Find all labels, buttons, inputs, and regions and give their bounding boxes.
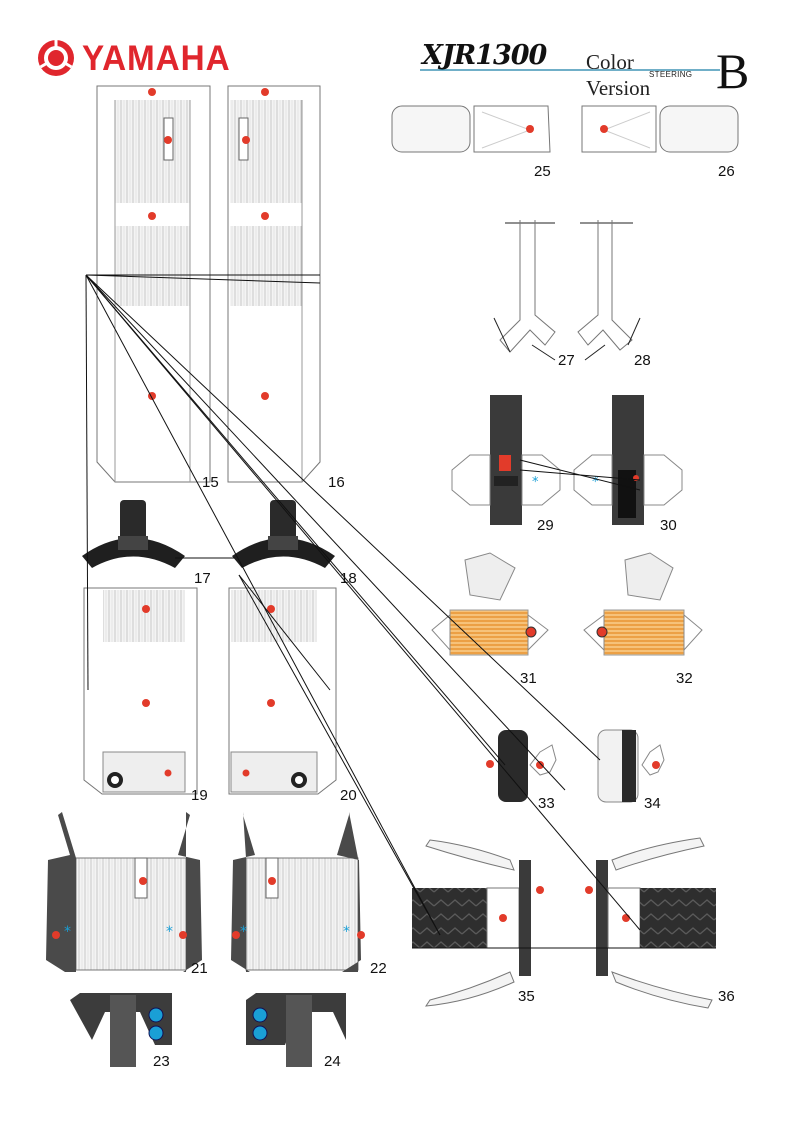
part-number-32: 32: [676, 670, 693, 687]
part-number-15: 15: [202, 474, 219, 491]
part-22-triple-clamp: * *: [231, 812, 365, 972]
part-26-mirror: [581, 105, 739, 153]
part-19-lower-fork: [83, 587, 198, 795]
part-24-bracket: [246, 993, 346, 1067]
part-number-20: 20: [340, 787, 357, 804]
part-number-19: 19: [191, 787, 208, 804]
part-30-switch-housing: *: [573, 395, 683, 525]
part-number-31: 31: [520, 670, 537, 687]
part-28-mirror-stem: [577, 220, 641, 361]
part-number-23: 23: [153, 1053, 170, 1070]
part-number-26: 26: [718, 163, 735, 180]
title-underline: [420, 69, 720, 71]
section-label: STEERING: [649, 70, 693, 79]
part-number-25: 25: [534, 163, 551, 180]
svg-text:*: *: [592, 475, 599, 490]
version-label: Version: [586, 76, 651, 100]
svg-text:*: *: [343, 924, 350, 940]
part-18-fork-cap: [232, 500, 335, 568]
part-number-33: 33: [538, 795, 555, 812]
part-number-18: 18: [340, 570, 357, 587]
construction-lines: [85, 274, 716, 949]
color-label: Color: [586, 50, 634, 74]
part-34-grip: [597, 729, 665, 803]
svg-text:*: *: [240, 924, 247, 940]
part-35-brake-lever: [412, 839, 544, 1007]
part-number-22: 22: [370, 960, 387, 977]
part-20-lower-fork: [228, 587, 337, 795]
part-31-reflector: [431, 552, 549, 656]
part-17-fork-cap: [82, 500, 185, 568]
part-number-28: 28: [634, 352, 651, 369]
svg-text:*: *: [532, 475, 539, 490]
part-number-36: 36: [718, 988, 735, 1005]
part-number-30: 30: [660, 517, 677, 534]
part-29-switch-housing: *: [451, 395, 561, 525]
part-number-29: 29: [537, 517, 554, 534]
part-number-17: 17: [194, 570, 211, 587]
model-name: XJR1300: [422, 40, 547, 71]
part-36-clutch-lever: [585, 837, 716, 1009]
part-15-fork-tube: [96, 85, 211, 483]
part-number-35: 35: [518, 988, 535, 1005]
part-number-24: 24: [324, 1053, 341, 1070]
part-27-mirror-stem: [493, 220, 556, 361]
part-number-34: 34: [644, 795, 661, 812]
part-25-mirror: [391, 105, 551, 153]
part-number-21: 21: [191, 960, 208, 977]
part-33-grip: [486, 730, 557, 802]
part-16-fork-tube: [227, 85, 321, 483]
svg-text:*: *: [64, 924, 71, 940]
part-23-bracket: [70, 993, 172, 1067]
part-21-triple-clamp: * *: [46, 812, 202, 972]
brand-name: YAMAHA: [82, 39, 231, 78]
svg-text:*: *: [166, 924, 173, 940]
part-number-16: 16: [328, 474, 345, 491]
part-32-reflector: [583, 552, 703, 656]
yamaha-tuning-fork-logo: [38, 40, 74, 76]
yamaha-brand: YAMAHA: [36, 38, 230, 80]
sheet-letter: B: [716, 43, 750, 99]
part-number-27: 27: [558, 352, 575, 369]
